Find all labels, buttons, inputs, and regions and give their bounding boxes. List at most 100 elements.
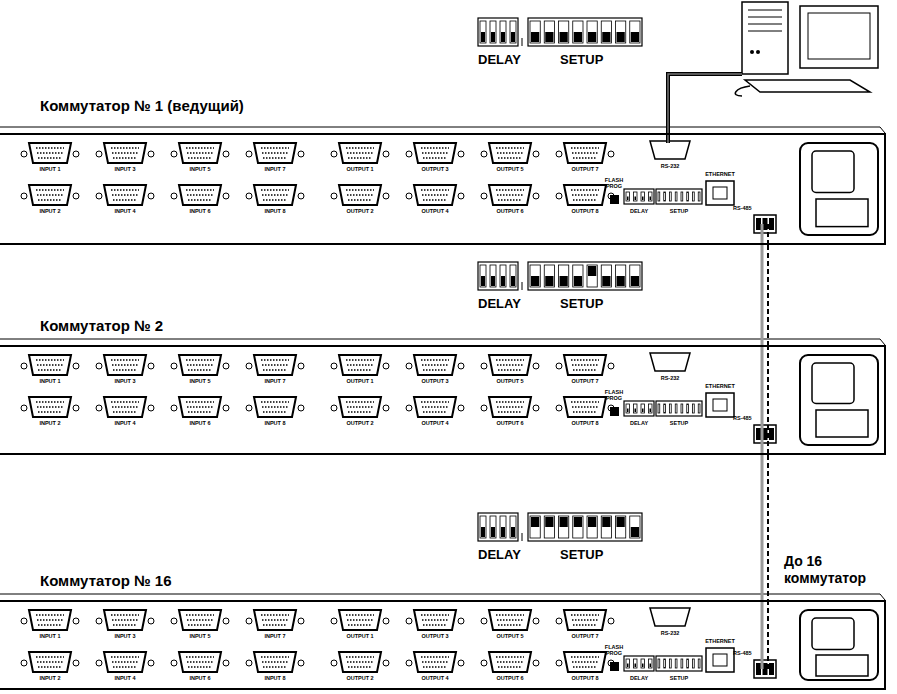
port-label: OUTPUT 8 <box>571 420 598 426</box>
pin-row <box>262 661 288 663</box>
screw <box>171 363 177 369</box>
rs232-port <box>650 141 690 159</box>
pin-row <box>346 614 374 616</box>
rs485-terminal <box>754 660 776 678</box>
port-label: OUTPUT 2 <box>346 420 373 426</box>
vga-connector <box>339 652 381 672</box>
pin-row <box>37 406 63 408</box>
pin-row <box>112 152 138 154</box>
pin-row <box>112 619 138 621</box>
drive-bay <box>748 31 782 32</box>
dip-switch <box>478 18 518 46</box>
dip-lever-slot <box>500 516 506 538</box>
switch-group-label: DELAY <box>478 547 521 562</box>
port-label: INPUT 6 <box>189 675 210 681</box>
port-label: INPUT 1 <box>39 378 60 384</box>
dip-switch <box>528 262 642 290</box>
port-label: RS-485 <box>733 205 752 211</box>
pin-row <box>422 661 448 663</box>
terminal-pin <box>769 663 774 675</box>
pin-row <box>261 359 289 361</box>
pin-row <box>346 189 374 191</box>
screw <box>533 151 539 157</box>
pin-row <box>421 147 449 149</box>
screw <box>383 363 389 369</box>
screw <box>73 363 79 369</box>
dip-lever <box>627 664 629 668</box>
switch-group-label: DELAY <box>478 296 521 311</box>
pin-row <box>263 157 287 159</box>
pin-row <box>261 656 289 658</box>
port-label: OUTPUT 7 <box>571 633 598 639</box>
screw <box>96 660 102 666</box>
dip-lever <box>670 664 671 668</box>
pin-row <box>423 369 447 371</box>
dip-lever-slot <box>587 516 597 538</box>
dip-lever <box>676 664 677 668</box>
vga-connector <box>564 143 606 163</box>
dip-lever-slot <box>480 516 486 538</box>
dip-lever <box>659 664 660 668</box>
screw <box>21 363 27 369</box>
dip-lever <box>501 32 505 42</box>
screw <box>556 193 562 199</box>
screw <box>481 660 487 666</box>
pin-row <box>498 157 522 159</box>
dip-lever-slot <box>630 265 640 287</box>
screw <box>73 151 79 157</box>
screw <box>608 363 614 369</box>
vga-connector <box>564 610 606 630</box>
pin-row <box>111 614 139 616</box>
pin-row <box>573 157 597 159</box>
port-label: OUTPUT 2 <box>346 675 373 681</box>
vga-connector <box>339 143 381 163</box>
terminal-pin <box>769 218 774 230</box>
dip-lever <box>642 409 644 413</box>
screw <box>73 660 79 666</box>
dip-lever-slot <box>675 659 677 668</box>
pin-row <box>186 359 214 361</box>
screw <box>148 151 154 157</box>
dip-lever <box>659 409 660 413</box>
vga-connector <box>414 185 456 205</box>
flash-button <box>610 407 619 416</box>
pin-row <box>347 194 373 196</box>
vga-connector <box>254 397 296 417</box>
screw <box>458 151 464 157</box>
dip-lever-slot <box>670 659 672 668</box>
dip-lever <box>693 197 694 201</box>
pin-row <box>423 411 447 413</box>
dip-lever-slot <box>510 516 516 538</box>
fuse-holder <box>816 199 868 227</box>
pin-row <box>112 364 138 366</box>
dip-lever <box>635 409 637 413</box>
pin-row <box>572 364 598 366</box>
pin-row <box>347 152 373 154</box>
dip-lever <box>511 32 515 42</box>
switcher-panel-art <box>0 18 885 245</box>
pin-row <box>38 369 62 371</box>
screw <box>246 660 252 666</box>
pin-row <box>187 194 213 196</box>
dip-lever-slot <box>664 404 666 413</box>
dip-switch <box>656 189 702 204</box>
vga-connector <box>489 185 531 205</box>
screw <box>96 618 102 624</box>
screw <box>481 405 487 411</box>
dip-lever <box>682 197 683 201</box>
vga-connector <box>414 652 456 672</box>
pin-row <box>572 661 598 663</box>
dip-lever <box>574 32 582 42</box>
port-label: OUTPUT 6 <box>496 675 523 681</box>
port-label: INPUT 4 <box>114 675 135 681</box>
pin-row <box>111 359 139 361</box>
dip-lever <box>642 197 644 201</box>
pin-row <box>497 194 523 196</box>
terminal-pin <box>756 428 761 440</box>
pin-row <box>37 661 63 663</box>
pin-row <box>347 619 373 621</box>
ethernet-jack <box>713 654 727 666</box>
pin-row <box>188 411 212 413</box>
dip-lever <box>574 517 582 527</box>
pin-row <box>497 619 523 621</box>
